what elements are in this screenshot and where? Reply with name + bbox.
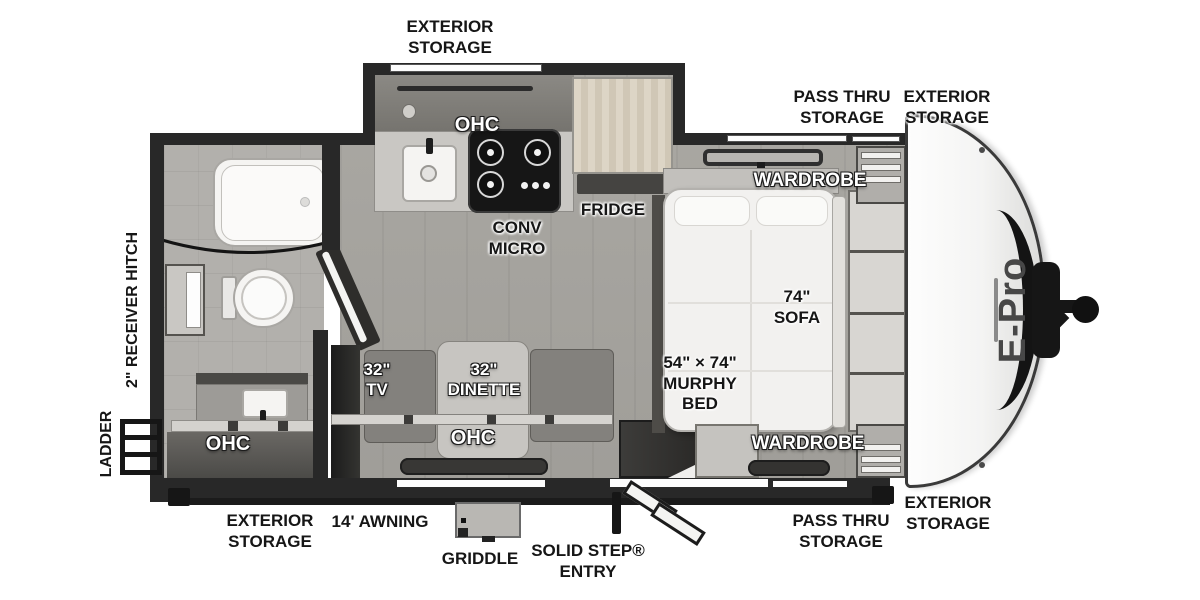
shower-curtain [161, 238, 330, 254]
stove-knob-2 [532, 182, 539, 189]
label-exterior-storage-top: EXTERIOR STORAGE [406, 17, 494, 57]
fridge-counter [577, 174, 665, 194]
cap-screw-top [979, 147, 985, 153]
kitchen-right-wall [673, 63, 685, 145]
bedroom-top-window [727, 135, 847, 142]
stove-burner-3 [477, 171, 504, 198]
label-receiver-hitch: 2" RECEIVER HITCH [124, 231, 141, 389]
label-ladder: LADDER [98, 410, 115, 478]
cap-screw-bottom [979, 462, 985, 468]
bed-seam-horizontal-2 [668, 370, 833, 372]
front-bunk-slat-1 [850, 250, 904, 253]
bed-pillow-right [756, 196, 828, 226]
label-pass-thru-storage-top: PASS THRU STORAGE [793, 87, 891, 127]
label-tv: 32" TV [363, 360, 391, 400]
kitchen-sink-drain [420, 165, 437, 182]
ladder-rung-1 [125, 435, 157, 440]
dinette-ohc-tick-3 [545, 415, 554, 424]
griddle-burner-dot [461, 518, 466, 523]
label-murphy-bed: 54" × 74" MURPHY BED [663, 353, 737, 414]
label-sofa: 74" SOFA [773, 287, 821, 327]
brand-logo: E-Pro [992, 256, 1034, 364]
label-dinette: 32" DINETTE [447, 360, 521, 400]
sofa-arm [832, 196, 846, 428]
bath-partition-upper [322, 145, 340, 250]
griddle-foot-1 [458, 528, 468, 537]
label-wardrobe-top: WARDROBE [753, 170, 867, 191]
toilet-seat [241, 276, 287, 320]
bath-ohc-cabinet [167, 432, 317, 478]
bedroom-floor-mat [748, 460, 830, 476]
bed-seam-horizontal-1 [668, 302, 833, 304]
ladder-icon [120, 419, 162, 475]
rear-wall [150, 133, 164, 493]
wardrobe-bottom-cabinet [695, 424, 759, 478]
bathtub-drain [300, 197, 310, 207]
tv-panel [331, 345, 360, 478]
dinette-bench-left [364, 350, 436, 443]
drawer-slat [861, 176, 901, 183]
ladder-rung-2 [125, 452, 157, 457]
vanity-backsplash [196, 373, 308, 385]
bath-partition-lower [313, 330, 328, 480]
label-fridge: FRIDGE [580, 200, 646, 219]
fridge [572, 77, 673, 174]
dinette-bench-right [530, 349, 614, 442]
entry-door-window [610, 479, 768, 487]
cap-top-window [852, 136, 900, 142]
drawer-slat [861, 466, 901, 473]
label-ohc-dinette: OHC [450, 427, 496, 449]
label-exterior-storage-front-top: EXTERIOR STORAGE [903, 87, 991, 127]
label-exterior-storage-rear-bottom: EXTERIOR STORAGE [226, 511, 314, 551]
bedroom-wall-window [773, 481, 847, 487]
label-pass-thru-storage-bottom: PASS THRU STORAGE [792, 511, 890, 551]
bed-frame-left [652, 195, 665, 433]
dinette-wall-window [397, 480, 545, 487]
label-wardrobe-bottom: WARDROBE [751, 433, 865, 454]
dinette-ohc-tick-2 [487, 415, 496, 424]
bath-shelf-tick-2 [278, 421, 288, 431]
label-exterior-storage-front-bottom: EXTERIOR STORAGE [904, 493, 992, 533]
stove-burner-2 [524, 139, 551, 166]
label-griddle: GRIDDLE [441, 549, 519, 568]
hitch-coupler-ball [1072, 296, 1099, 323]
drawer-slat [861, 444, 901, 451]
drawer-slat [861, 456, 901, 463]
label-awning: 14' AWNING [331, 512, 429, 531]
dinette-window-mat [400, 458, 548, 475]
bed-seam-vertical [750, 230, 752, 426]
bath-shelf-tick-1 [228, 421, 238, 431]
rear-frame-foot [168, 488, 190, 506]
frame-lip [190, 498, 890, 505]
front-frame-notch [872, 486, 894, 504]
griddle-foot-2 [482, 536, 495, 542]
cap-logo-accent-bar [994, 278, 998, 342]
kitchen-faucet [426, 138, 433, 154]
stove-knob-1 [521, 182, 528, 189]
label-ohc-bath: OHC [205, 433, 251, 455]
bath-shelf [171, 420, 315, 432]
front-bunk-panel [848, 190, 906, 432]
kitchen-left-wall [363, 63, 375, 145]
bathroom-window-pane [186, 272, 201, 328]
label-ohc-kitchen: OHC [454, 114, 500, 136]
vent-knob [757, 162, 765, 169]
kitchen-window [390, 64, 542, 72]
dinette-ohc-shelf [331, 414, 613, 425]
towel-bar [397, 86, 533, 91]
front-bunk-slat-2 [850, 312, 904, 315]
stove-knob-3 [543, 182, 550, 189]
label-solid-step-entry: SOLID STEP® ENTRY [531, 541, 645, 581]
bath-top-wall [150, 133, 375, 145]
label-conv-micro: CONV MICRO [488, 218, 546, 258]
drawer-slat [861, 152, 901, 159]
drawer-slat [861, 164, 901, 171]
front-bunk-slat-3 [850, 372, 904, 375]
dinette-ohc-tick-1 [404, 415, 413, 424]
bed-pillow-left [674, 196, 750, 226]
kitchen-knob [402, 104, 416, 119]
vanity-faucet [260, 410, 266, 422]
stove-burner-1 [477, 139, 504, 166]
